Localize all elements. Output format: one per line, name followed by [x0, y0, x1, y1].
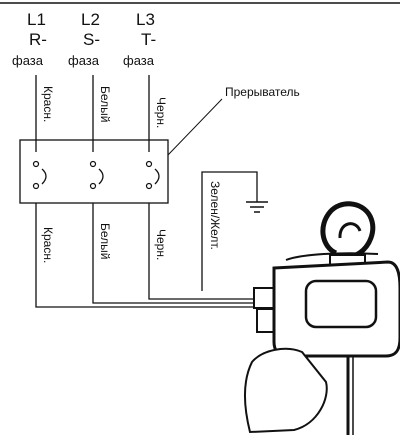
phase-word-label: фаза [123, 53, 155, 68]
wire-label-white-top: Белый [98, 86, 112, 122]
phase-word-label: фаза [12, 53, 44, 68]
wire-label-red-bottom: Красн. [41, 227, 55, 263]
ground-wire [201, 171, 258, 291]
phase-code-label: R- [29, 30, 47, 49]
phase-header-l3: L3 T- фаза [123, 10, 156, 68]
breaker-box [19, 139, 169, 204]
wire-white-bottom [92, 203, 262, 304]
wire-black-bottom [148, 203, 262, 300]
phase-word-label: фаза [68, 53, 100, 68]
breaker-contact-1 [32, 160, 47, 190]
ground-icon [246, 201, 268, 213]
wire-label-black-bottom: Черн. [154, 229, 168, 260]
ground-label: Зелен/Желт. [208, 181, 222, 250]
phase-line-label: L3 [136, 10, 155, 29]
wire-label-black-top: Черн. [154, 97, 168, 128]
breaker-label: Прерыватель [225, 85, 300, 99]
phase-line-label: L1 [27, 10, 46, 29]
wire-label-white-bottom: Белый [98, 223, 112, 259]
phase-code-label: S- [83, 30, 100, 49]
breaker-callout-line [167, 98, 223, 156]
breaker-contact-2 [89, 160, 104, 190]
phase-code-label: T- [141, 30, 156, 49]
wire-red-bottom [35, 203, 262, 308]
phase-header-l2: L2 S- фаза [68, 10, 100, 68]
breaker-contact-3 [145, 160, 160, 190]
phase-header-l1: L1 R- фаза [12, 10, 47, 68]
wire-label-red-top: Красн. [41, 86, 55, 122]
phase-line-label: L2 [81, 10, 100, 29]
hoist-icon [244, 201, 400, 435]
